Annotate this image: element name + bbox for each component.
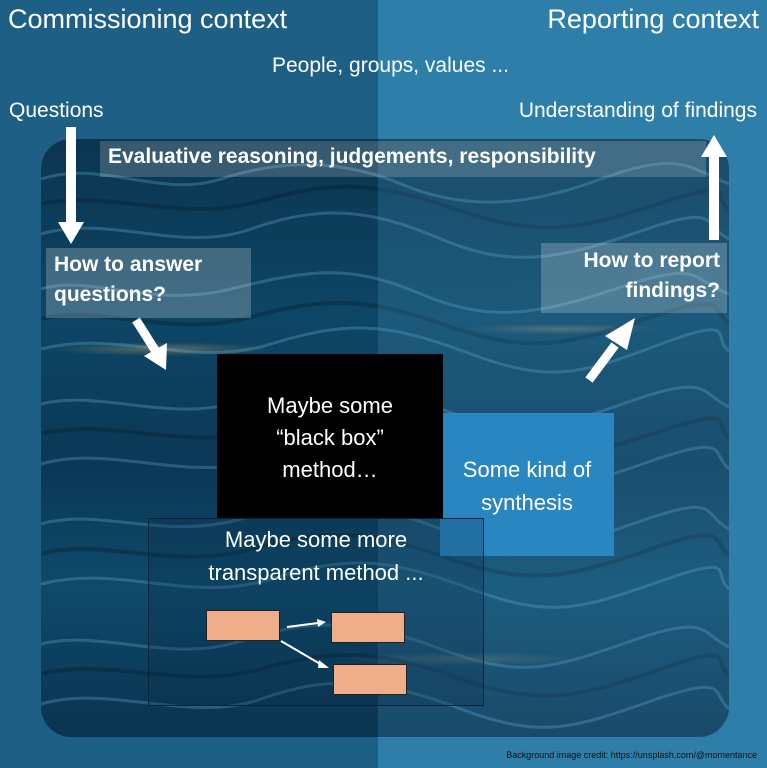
transparent-line-2: transparent method ... <box>208 560 424 585</box>
synthesis-line-1: Some kind of <box>462 457 592 482</box>
diagonal-arrow-up-icon <box>585 318 635 383</box>
how-to-answer-line-1: How to answer <box>54 253 203 276</box>
black-box-line-1: Maybe some <box>267 393 393 418</box>
black-box-method: Maybe some “black box” method… <box>217 354 443 518</box>
how-to-report-box: How to report findings? <box>541 243 727 313</box>
transparent-method-box: Maybe some more transparent method ... <box>148 518 484 706</box>
up-arrow-icon <box>701 135 727 240</box>
flow-box-target-lower <box>333 664 407 695</box>
commissioning-context-title: Commissioning context <box>8 4 288 34</box>
flow-arrow-down-right-icon <box>280 640 329 668</box>
people-groups-values-label: People, groups, values ... <box>272 54 509 77</box>
how-to-answer-box: How to answer questions? <box>46 248 251 318</box>
how-to-report-line-1: How to report <box>583 249 721 272</box>
down-arrow-icon <box>58 127 84 244</box>
black-box-line-2: “black box” <box>276 425 384 450</box>
questions-label: Questions <box>9 99 104 122</box>
synthesis-box: Some kind of synthesis <box>440 413 614 556</box>
evaluative-reasoning-label: Evaluative reasoning, judgements, respon… <box>108 145 596 168</box>
how-to-report-line-2: findings? <box>625 279 720 302</box>
transparent-line-1: Maybe some more <box>224 527 408 552</box>
flow-box-source <box>206 610 280 641</box>
how-to-answer-line-2: questions? <box>54 283 167 306</box>
flow-arrow-right-icon <box>286 619 326 628</box>
image-credit: Background image credit: https://unsplas… <box>506 750 757 760</box>
flow-box-target-upper <box>331 612 405 643</box>
black-box-line-3: method… <box>282 457 378 482</box>
evaluative-reasoning-band <box>100 141 706 177</box>
diagonal-arrow-down-icon <box>132 317 167 370</box>
understanding-of-findings-label: Understanding of findings <box>518 99 757 122</box>
synthesis-line-2: synthesis <box>481 490 573 515</box>
reporting-context-title: Reporting context <box>547 4 759 34</box>
